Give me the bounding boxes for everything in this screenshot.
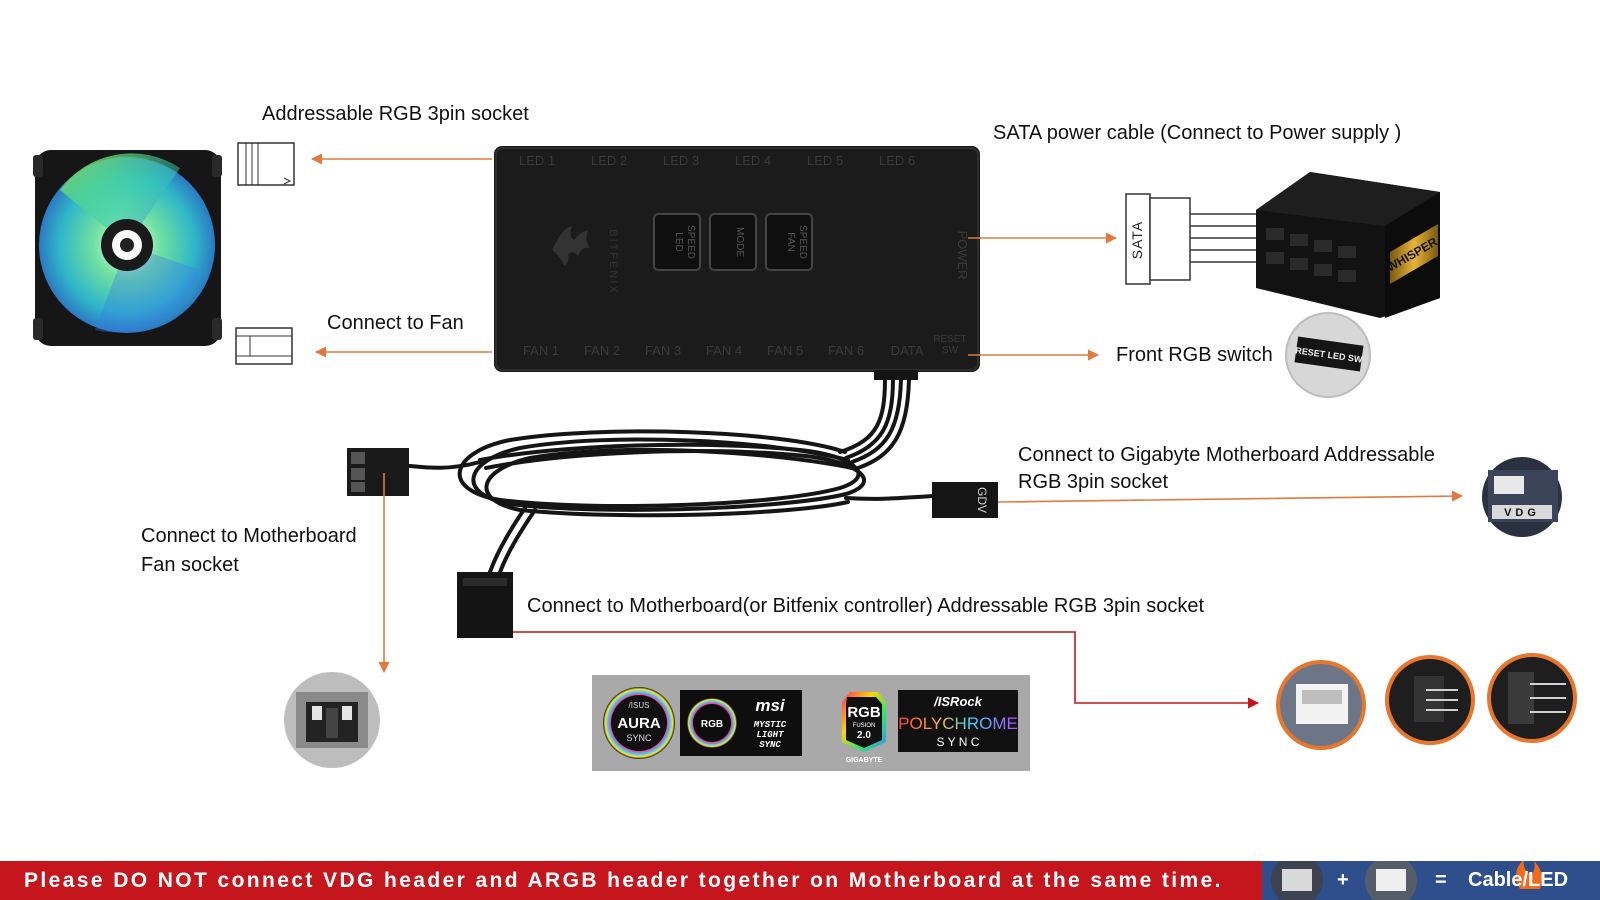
hub-led-ports: LED 1 LED 2 LED 3 LED 4 LED 5 LED 6 — [519, 153, 915, 168]
hub-fan-port-2: FAN 2 — [584, 343, 620, 358]
polychrome-sync-text: S Y N C — [937, 735, 980, 749]
hub-led-port-2: LED 2 — [591, 153, 627, 168]
argb-socket-label: Addressable RGB 3pin socket — [262, 103, 529, 125]
asrock-polychrome-sync-logo: /ISRock POLYCHROME S Y N C — [898, 690, 1018, 752]
hub-fan-port-3: FAN 3 — [645, 343, 681, 358]
arrow-to-mb-argb — [513, 631, 1260, 709]
hub-led-port-1: LED 1 — [519, 153, 555, 168]
power-supply-image: WHISPER — [1256, 172, 1440, 318]
hub-brand-text: BITFENIX — [607, 229, 619, 295]
led-speed-button-label-2: SPEED — [685, 225, 696, 259]
gigabyte-fusion-text: FUSION — [853, 723, 876, 729]
hub-fan-port-7: DATA — [891, 343, 924, 358]
hub-cable-bundle — [408, 370, 936, 580]
argb-header-image-1 — [1276, 660, 1366, 750]
gigabyte-label-line2: RGB 3pin socket — [1018, 471, 1169, 493]
aura-sync-text: SYNC — [626, 733, 652, 743]
rgb-sync-logos-panel: /ISUS AURA SYNC RGB msi MYSTIC LIGHT SYN… — [592, 675, 1030, 771]
argb-3pin-connector — [237, 142, 295, 186]
motherboard-argb-connector — [457, 572, 513, 638]
fan-speed-button-label: FAN — [785, 232, 796, 251]
asus-brand-text: /ISUS — [629, 701, 650, 710]
vdg-header-label: VDG — [1504, 507, 1540, 519]
aura-text: AURA — [617, 715, 660, 732]
front-rgb-switch-image: RESET LED SW — [1285, 312, 1371, 398]
hub-fan-port-5: FAN 5 — [767, 343, 803, 358]
msi-brand-text: msi — [755, 696, 786, 715]
legend-plus: + — [1337, 869, 1349, 891]
legend-icons — [1271, 861, 1542, 900]
gdv-connector-label: GDV — [975, 487, 989, 513]
front-rgb-switch-label: Front RGB switch — [1116, 344, 1273, 366]
gigabyte-rgb-text: RGB — [847, 704, 881, 721]
hub-led-port-3: LED 3 — [663, 153, 699, 168]
hub-fan-ports: FAN 1 FAN 2 FAN 3 FAN 4 FAN 5 FAN 6 DATA — [523, 343, 924, 358]
arrow-to-gigabyte — [997, 490, 1464, 503]
hub-fan-port-1: FAN 1 — [523, 343, 559, 358]
hub-power-label: POWER — [955, 230, 970, 279]
gigabyte-label-line1: Connect to Gigabyte Motherboard Addressa… — [1018, 444, 1435, 466]
mb-fan-label-line2: Fan socket — [141, 554, 239, 576]
light-text: LIGHT — [756, 730, 784, 740]
sata-connector-label: SATA — [1129, 221, 1145, 260]
connect-fan-label: Connect to Fan — [327, 312, 464, 334]
hub-sw-label: SW — [942, 345, 959, 356]
hub-led-port-6: LED 6 — [879, 153, 915, 168]
mb-argb-label: Connect to Motherboard(or Bitfenix contr… — [527, 595, 1205, 617]
fan-speed-button-label-2: SPEED — [797, 225, 808, 259]
legend-result: Cable/LED — [1468, 869, 1569, 891]
asrock-brand-text: /ISRock — [933, 694, 982, 709]
argb-header-image-2 — [1385, 655, 1475, 745]
hub-fan-port-4: FAN 4 — [706, 343, 742, 358]
sata-connector: SATA — [1125, 193, 1256, 285]
warning-banner: Please DO NOT connect VDG header and ARG… — [0, 861, 1262, 900]
hub-reset-label: RESET — [933, 334, 966, 345]
hub-buttons: LED SPEED MODE FAN SPEED — [653, 213, 813, 271]
flame-icon — [1515, 861, 1542, 889]
gigabyte-version-text: 2.0 — [857, 730, 871, 741]
msi-mystic-light-logo: RGB msi MYSTIC LIGHT SYNC — [680, 690, 802, 756]
gigabyte-brand-text: GIGABYTE — [846, 757, 883, 764]
legend-equals: = — [1435, 869, 1447, 891]
polychrome-text: POLYCHROME — [898, 714, 1018, 733]
fan-connector — [235, 327, 293, 365]
rgb-fan-image — [33, 150, 222, 346]
bitfenix-logo-icon — [552, 226, 590, 266]
gdv-connector: GDV — [932, 482, 998, 518]
sata-power-label: SATA power cable (Connect to Power suppl… — [993, 122, 1402, 144]
gigabyte-rgb-fusion-logo: RGB FUSION 2.0 GIGABYTE — [842, 692, 886, 764]
callout-arrows — [310, 153, 1464, 674]
mode-button-label: MODE — [734, 227, 745, 257]
hub-led-port-5: LED 5 — [807, 153, 843, 168]
argb-header-image-3 — [1487, 653, 1577, 743]
led-speed-button-label: LED — [673, 232, 684, 251]
hub-led-port-4: LED 4 — [735, 153, 771, 168]
msi-ring-text: RGB — [701, 719, 723, 730]
hub-fan-port-6: FAN 6 — [828, 343, 864, 358]
asus-aura-sync-logo: /ISUS AURA SYNC — [603, 687, 675, 759]
legend-bar: + = Cable/LED — [1262, 861, 1600, 900]
vdg-header-image: VDG — [1482, 457, 1562, 537]
mb-fan-label-line1: Connect to Motherboard — [141, 525, 357, 547]
sync-text: SYNC — [759, 740, 781, 750]
motherboard-fan-socket-image — [284, 672, 380, 768]
motherboard-fan-connector — [347, 448, 409, 496]
mystic-text: MYSTIC — [753, 720, 787, 730]
